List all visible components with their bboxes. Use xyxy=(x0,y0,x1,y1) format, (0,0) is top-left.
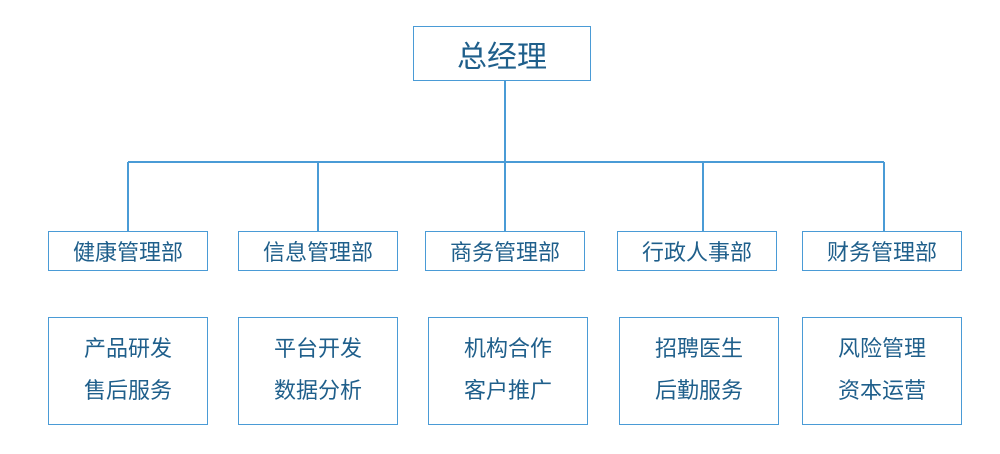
duty-item: 招聘医生 xyxy=(654,337,743,363)
duty-item: 风险管理 xyxy=(837,337,926,363)
duty-box-1: 产品研发 售后服务 xyxy=(48,317,208,425)
dept-node-4: 行政人事部 xyxy=(617,231,777,271)
dept-label: 行政人事部 xyxy=(641,241,752,266)
dept-node-1: 健康管理部 xyxy=(48,231,208,271)
duty-box-4: 招聘医生 后勤服务 xyxy=(619,317,779,425)
dept-label: 健康管理部 xyxy=(72,241,183,266)
dept-label: 信息管理部 xyxy=(262,241,373,266)
duty-item: 平台开发 xyxy=(273,337,362,363)
root-node: 总经理 xyxy=(413,26,591,81)
dept-node-3: 商务管理部 xyxy=(425,231,585,271)
duty-box-5: 风险管理 资本运营 xyxy=(802,317,962,425)
duty-item: 机构合作 xyxy=(463,337,552,363)
duty-item: 产品研发 xyxy=(83,337,172,363)
duty-box-3: 机构合作 客户推广 xyxy=(428,317,588,425)
duty-item: 数据分析 xyxy=(273,379,362,404)
duty-item: 后勤服务 xyxy=(654,379,743,404)
dept-label: 财务管理部 xyxy=(826,241,937,266)
dept-label: 商务管理部 xyxy=(449,241,560,266)
dept-node-5: 财务管理部 xyxy=(802,231,962,271)
duty-box-2: 平台开发 数据分析 xyxy=(238,317,398,425)
duty-item: 资本运营 xyxy=(837,379,926,404)
duty-item: 售后服务 xyxy=(83,379,172,404)
dept-node-2: 信息管理部 xyxy=(238,231,398,271)
root-label: 总经理 xyxy=(457,39,547,75)
duty-item: 客户推广 xyxy=(463,379,552,404)
